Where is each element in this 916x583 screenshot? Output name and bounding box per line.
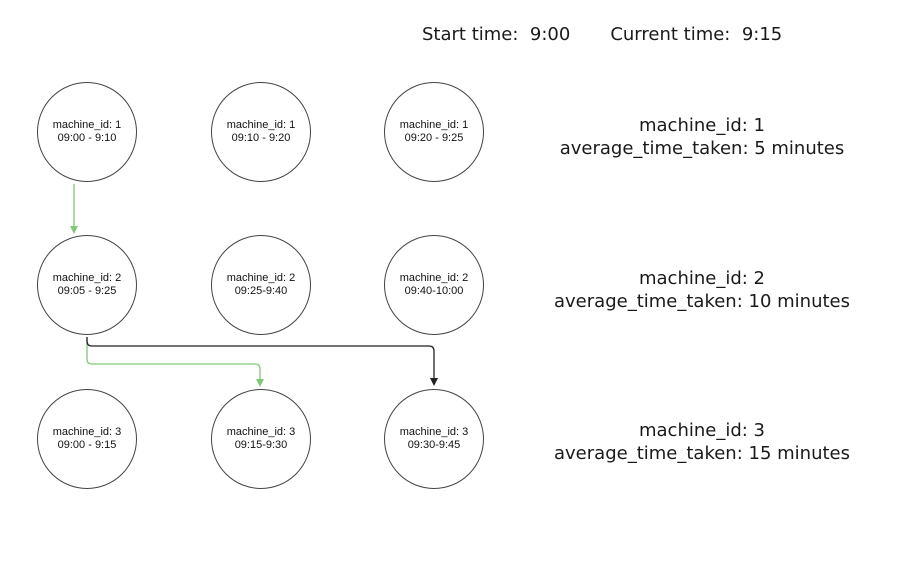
node-time: 09:40-10:00 [404,285,464,297]
start-time-value: 9:00 [529,24,571,45]
node-label: machine_id: 1 [52,119,122,131]
node-label: machine_id: 2 [399,272,469,284]
node-machine-2-slot-1: machine_id: 2 09:05 - 9:25 [37,235,137,335]
node-machine-1-slot-3: machine_id: 1 09:20 - 9:25 [384,82,484,182]
node-machine-2-slot-2: machine_id: 2 09:25-9:40 [211,235,311,335]
node-label: machine_id: 1 [399,119,469,131]
node-label: machine_id: 2 [226,272,296,284]
node-machine-1-slot-2: machine_id: 1 09:10 - 9:20 [211,82,311,182]
node-machine-3-slot-3: machine_id: 3 09:30-9:45 [384,389,484,489]
current-time-value: 9:15 [741,24,783,45]
node-label: machine_id: 1 [226,119,296,131]
machine-3-id-text: machine_id: 3 [638,420,766,441]
node-machine-2-slot-3: machine_id: 2 09:40-10:00 [384,235,484,335]
node-time: 09:05 - 9:25 [57,285,117,297]
node-time: 09:00 - 9:15 [57,439,117,451]
node-machine-3-slot-2: machine_id: 3 09:15-9:30 [211,389,311,489]
machine-3-avg-text: average_time_taken: 15 minutes [554,443,850,464]
machine-1-avg-text: average_time_taken: 5 minutes [559,138,845,159]
node-machine-3-slot-1: machine_id: 3 09:00 - 9:15 [37,389,137,489]
node-time: 09:20 - 9:25 [404,132,464,144]
node-label: machine_id: 3 [226,426,296,438]
node-time: 09:00 - 9:10 [57,132,117,144]
edge-m2-to-m3-third [86,337,438,386]
machine-2-avg-text: average_time_taken: 10 minutes [554,291,850,312]
node-time: 09:15-9:30 [234,439,288,451]
node-time: 09:10 - 9:20 [231,132,291,144]
start-time-label: Start time: [422,24,519,45]
node-machine-1-slot-1: machine_id: 1 09:00 - 9:10 [37,82,137,182]
machine-1-id-text: machine_id: 1 [638,115,766,136]
node-label: machine_id: 3 [399,426,469,438]
machine-1-info: machine_id: 1 average_time_taken: 5 minu… [542,114,862,160]
node-label: machine_id: 3 [52,426,122,438]
machine-2-id-text: machine_id: 2 [638,268,766,289]
machine-2-info: machine_id: 2 average_time_taken: 10 min… [542,267,862,313]
edge-m2-to-m3-second [86,337,264,387]
time-header: Start time: 9:00 Current time: 9:15 [422,24,782,45]
current-time-label: Current time: [610,24,731,45]
node-time: 09:30-9:45 [407,439,461,451]
node-time: 09:25-9:40 [234,285,288,297]
node-label: machine_id: 2 [52,272,122,284]
machine-3-info: machine_id: 3 average_time_taken: 15 min… [542,419,862,465]
